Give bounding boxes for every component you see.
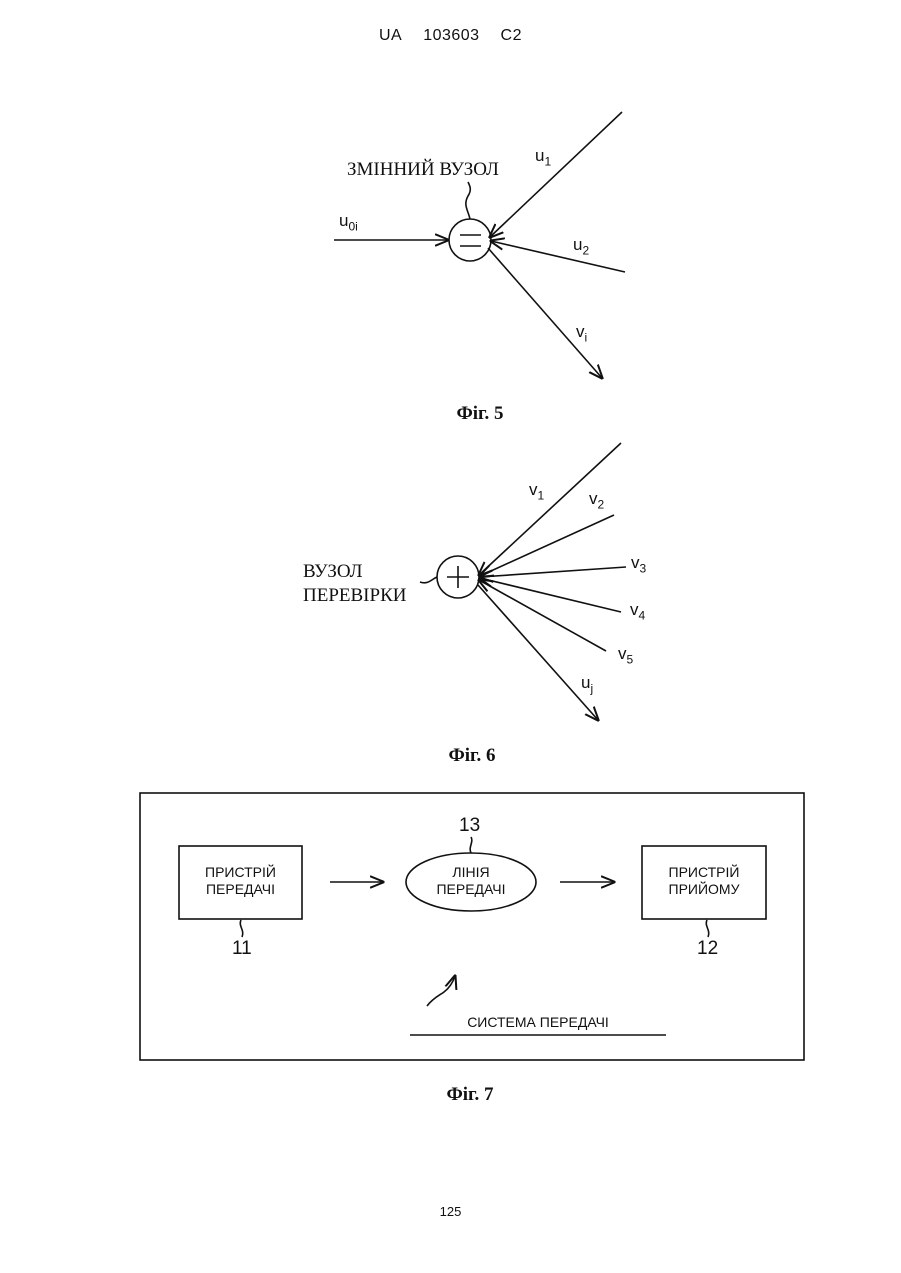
fig7-transmitter-label-line2: ПЕРЕДАЧІ (179, 881, 302, 898)
fig7-receiver-label-line2: ПРИЙОМУ (642, 881, 766, 898)
fig7-system-label: СИСТЕМА ПЕРЕДАЧІ (410, 1014, 666, 1031)
fig6-label-v2: v2 (589, 489, 604, 511)
fig7-line-label: ЛІНІЯ ПЕРЕДАЧІ (406, 864, 536, 898)
fig5-label-u1: u1 (535, 146, 551, 168)
fig6-node-label-line1: ВУЗОЛ (303, 561, 363, 583)
fig7-transmitter-label-line1: ПРИСТРІЙ (179, 864, 302, 881)
fig5-label-leader (466, 182, 470, 219)
fig7-ref12-leader (706, 920, 709, 937)
fig6-label-v4: v4 (630, 600, 645, 622)
fig7-line-label-line2: ПЕРЕДАЧІ (406, 881, 536, 898)
fig5-label-u0i: u0i (339, 211, 358, 233)
fig7-receiver-label-line1: ПРИСТРІЙ (642, 864, 766, 881)
fig5-caption: Фіг. 5 (380, 403, 580, 425)
fig7-ref-12: 12 (697, 938, 718, 960)
fig7-ref-13: 13 (459, 815, 480, 837)
page-number: 125 (0, 1204, 901, 1219)
fig5-edge-u1 (490, 112, 622, 237)
fig7-line-label-line1: ЛІНІЯ (406, 864, 536, 881)
fig5-label-vi: vi (576, 322, 587, 344)
fig7-ref-11: 11 (232, 938, 252, 960)
fig6-label-leader (420, 577, 437, 583)
fig7-transmitter-label: ПРИСТРІЙ ПЕРЕДАЧІ (179, 864, 302, 898)
fig7-ref11-leader (240, 920, 243, 937)
fig6-edge-v2 (480, 515, 614, 576)
fig5-variable-node (449, 219, 491, 261)
fig6-edge-v4 (480, 578, 621, 612)
fig6-label-v5: v5 (618, 644, 633, 666)
fig7-caption: Фіг. 7 (370, 1084, 570, 1106)
fig6-label-v1: v1 (529, 480, 544, 502)
fig6-node-label-line2: ПЕРЕВІРКИ (303, 585, 406, 607)
fig7-ref13-leader (470, 837, 472, 853)
fig6-label-v3: v3 (631, 553, 646, 575)
fig6-edge-v5 (479, 580, 606, 651)
fig6-caption: Фіг. 6 (372, 745, 572, 767)
fig5-edge-u2 (491, 241, 625, 272)
fig6-edge-uj (478, 585, 598, 720)
fig5-node-label: ЗМІННИЙ ВУЗОЛ (347, 159, 499, 181)
fig6-diagram (420, 443, 626, 720)
fig6-edge-v3 (480, 567, 626, 577)
fig7-system-pointer (427, 976, 455, 1006)
fig7-receiver-label: ПРИСТРІЙ ПРИЙОМУ (642, 864, 766, 898)
fig5-edge-vi (488, 248, 602, 378)
fig6-label-uj: uj (581, 673, 593, 695)
fig5-label-u2: u2 (573, 235, 589, 257)
